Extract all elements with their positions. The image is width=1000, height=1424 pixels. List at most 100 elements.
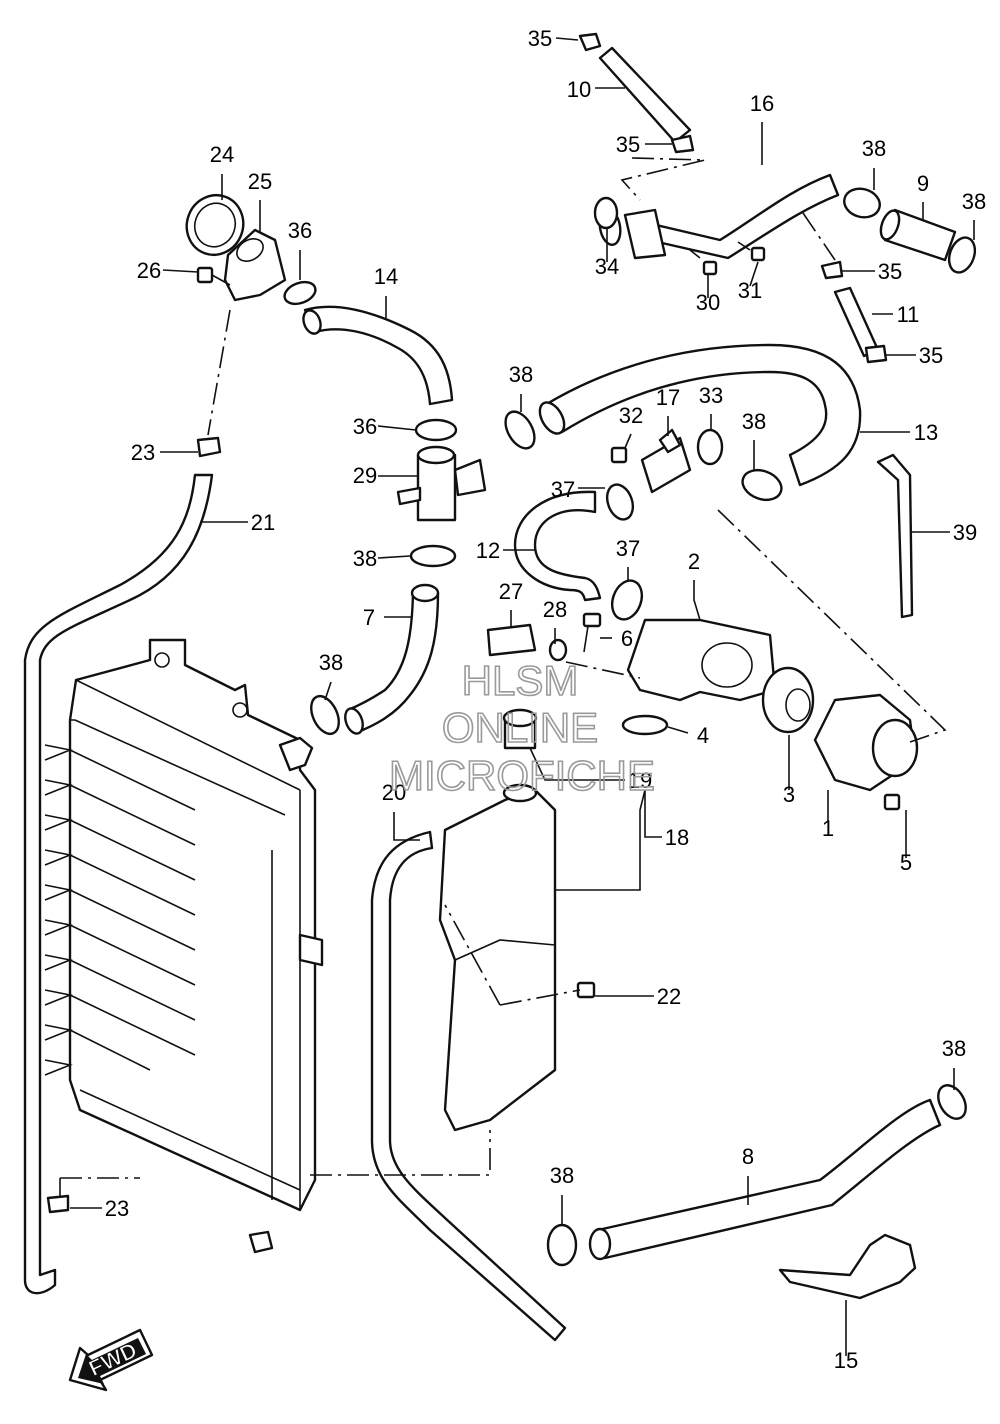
tie-39 [876,453,914,619]
leader-lines [70,37,975,1356]
clamp-38d [741,468,783,502]
fitting-17 [640,428,692,494]
clamp-36a [283,280,317,306]
o-ring-33 [696,428,724,466]
callout-30: 30 [696,290,720,315]
callout-39: 39 [953,520,977,545]
clip-23a [196,436,222,458]
clamp-38h [546,1223,578,1267]
callout-35d: 35 [919,343,943,368]
callout-10: 10 [567,77,591,102]
bracket-15 [778,1233,917,1300]
bolt-32 [610,446,628,464]
thermostat-3 [761,666,815,734]
hose-11 [833,286,880,358]
radiator-fins [44,744,196,1076]
callout-37a: 37 [551,477,575,502]
callout-31: 31 [738,278,762,303]
callout-11: 11 [897,302,920,327]
callout-24: 24 [210,142,234,167]
callout-38b: 38 [962,189,986,214]
callout-38d: 38 [742,409,766,434]
callout-35c: 35 [878,259,902,284]
hose-13 [543,343,862,487]
clamp-37b [610,579,644,621]
watermark: HLSM ONLINE MICROFICHE [388,656,656,800]
callout-36a: 36 [288,218,312,243]
hose-14 [303,305,454,406]
clamp-38e [409,544,457,568]
callout-27: 27 [499,579,523,604]
bolt-22 [576,981,596,999]
callout-38g: 38 [942,1036,966,1061]
thermostat-housing [626,618,777,702]
clip-23b [46,1194,70,1214]
callout-6: 6 [621,626,633,651]
callout-37b: 37 [616,536,640,561]
callout-29: 29 [353,463,377,488]
callout-38c: 38 [509,362,533,387]
callout-19: 19 [628,768,652,793]
callout-labels: 1234567891011121314151617181920212223232… [105,26,986,1373]
callout-5: 5 [900,850,912,875]
clamp-38c [504,410,536,450]
sensor-27 [486,623,537,657]
callout-38h: 38 [550,1163,574,1188]
bolt-31 [737,241,766,262]
clip-35a [578,32,602,52]
o-ring-4 [621,714,669,736]
hose-21 [23,473,214,1295]
hose-8 [596,1098,942,1260]
watermark-line-1: HLSM [462,657,579,704]
clamp-38g [937,1084,967,1120]
callout-13: 13 [914,420,938,445]
hose-20 [370,830,567,1342]
clamp-38a [843,187,881,219]
callout-38a: 38 [862,136,886,161]
bolt-30 [689,249,718,276]
connection-lines [59,157,947,1198]
joint-29 [396,445,487,522]
callout-16: 16 [750,91,774,116]
clamp-38f [310,694,340,736]
callout-26: 26 [137,258,161,283]
clamp-36b [414,418,458,442]
watermark-line-3: MICROFICHE [389,752,655,799]
callout-2: 2 [688,549,700,574]
bolt-26 [196,266,231,286]
callout-17: 17 [656,385,680,410]
callout-32: 32 [619,403,643,428]
radiator-cap [185,194,245,256]
callout-4: 4 [697,723,709,748]
callout-8: 8 [742,1144,754,1169]
callout-23b: 23 [105,1196,129,1221]
gasket-28 [548,638,568,662]
callout-1: 1 [822,816,834,841]
fwd-direction-arrow: FWD [68,1328,154,1392]
callout-20: 20 [382,780,406,805]
bolt-6 [582,612,602,653]
clip-35d [864,344,888,364]
callout-25: 25 [248,169,272,194]
hose-10 [598,46,692,144]
callout-18: 18 [665,825,689,850]
o-ring-34 [593,196,619,230]
callout-36b: 36 [353,414,377,439]
callout-21: 21 [251,510,275,535]
callout-9: 9 [917,171,929,196]
callout-23a: 23 [131,440,155,465]
bolt-5 [883,793,901,811]
clamp-38b [947,236,977,274]
callout-35a: 35 [528,26,552,51]
clip-35c [820,260,844,280]
hose-7 [346,591,440,734]
callout-28: 28 [543,597,567,622]
thermostat-cover-1 [813,693,919,792]
clamp-37a [605,483,635,521]
callout-33: 33 [699,383,723,408]
callout-22: 22 [657,984,681,1009]
callout-12: 12 [476,538,500,563]
radiator [44,638,324,1254]
callout-38f: 38 [319,650,343,675]
